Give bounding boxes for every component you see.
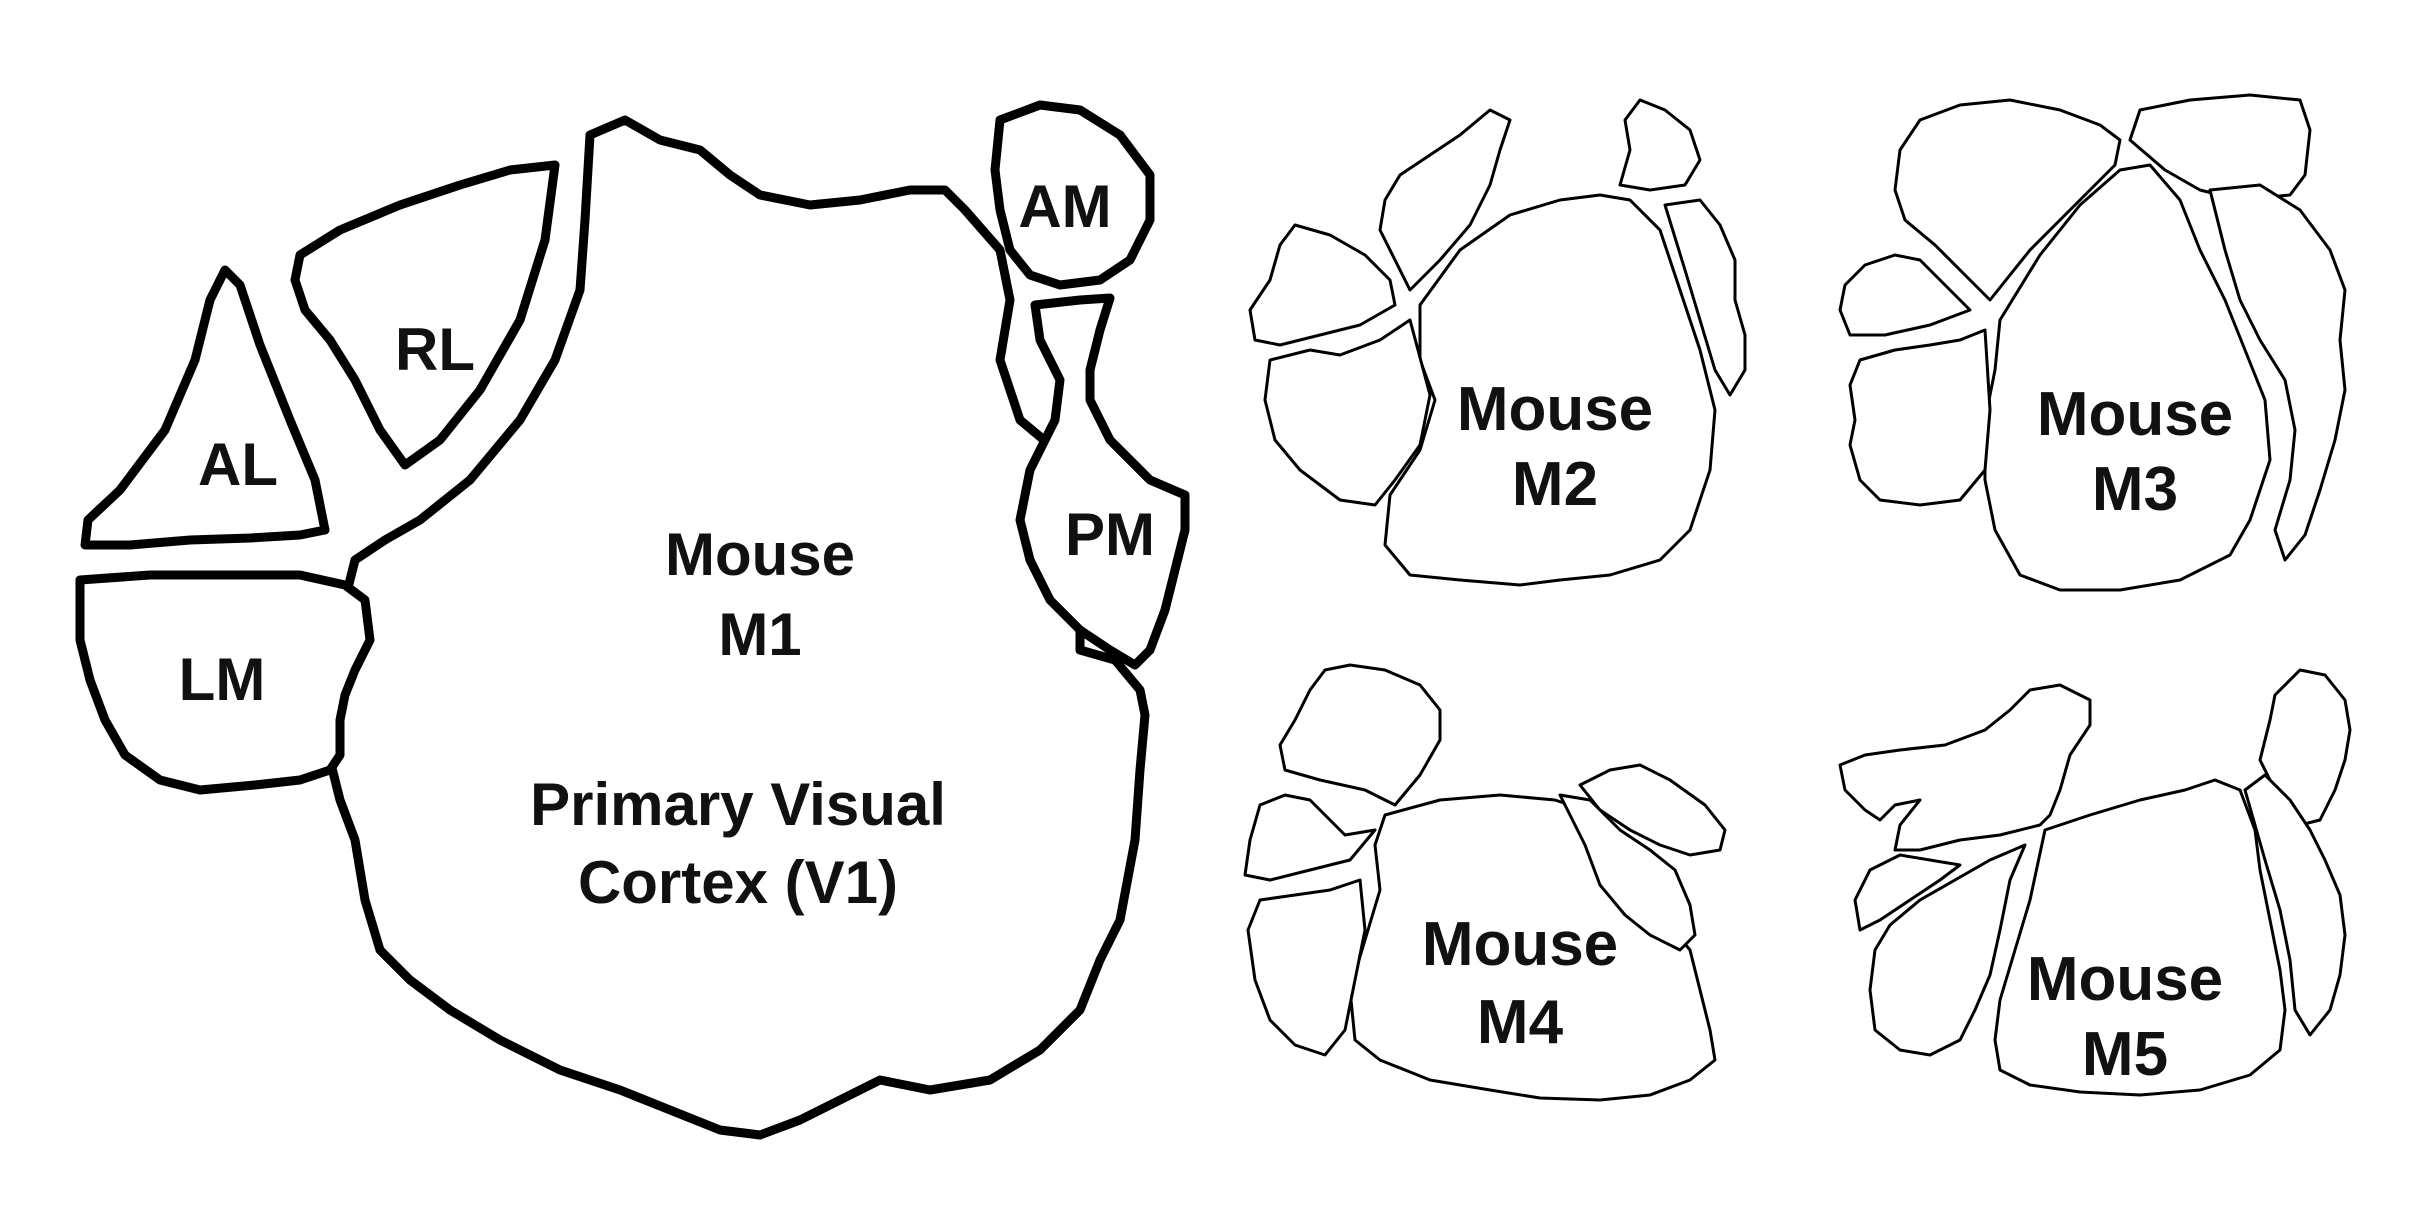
m4-area-lateral-upper: [1243, 793, 1377, 882]
area-al-label: AL: [198, 431, 278, 498]
v1-name-line1: Primary Visual: [530, 771, 946, 838]
small-map-m5: Mouse M5: [1838, 668, 2352, 1097]
small-map-m3: Mouse M3: [1838, 93, 2347, 592]
v1-label-line2: M1: [718, 601, 801, 668]
m3-area-lateral-lower: [1848, 328, 1992, 507]
m3-area-medial-lower: [2208, 183, 2347, 562]
v1-label-line1: Mouse: [665, 521, 855, 588]
m2-area-lateral-upper: [1248, 223, 1397, 347]
m2-label-line2: M2: [1512, 450, 1598, 519]
m2-area-lateral-lower: [1263, 318, 1432, 507]
area-lm-label: LM: [179, 646, 266, 713]
m3-label-line1: Mouse: [2037, 380, 2233, 449]
m2-area-medial-lower: [1663, 198, 1747, 397]
m5-area-lateral-lower: [1868, 843, 2027, 1057]
area-rl-outline: [290, 160, 560, 470]
v1-name-line2: Cortex (V1): [578, 849, 898, 916]
m5-label-line2: M5: [2082, 1020, 2168, 1089]
small-map-m4: Mouse M4: [1243, 663, 1727, 1102]
m2-label-line1: Mouse: [1457, 375, 1653, 444]
area-al-outline: [80, 265, 330, 550]
m4-area-anterior: [1278, 663, 1442, 807]
area-rl-label: RL: [395, 316, 475, 383]
main-map-m1: Mouse M1 Primary Visual Cortex (V1) RL A…: [75, 100, 1190, 1140]
area-pm-label: PM: [1065, 501, 1155, 568]
m4-area-medial-upper: [1578, 763, 1727, 857]
m5-area-anterior: [1838, 683, 2092, 852]
area-am-label: AM: [1018, 173, 1111, 240]
m2-v1-outline: [1383, 193, 1717, 587]
m5-v1-outline: [1993, 778, 2287, 1097]
area-pm-outline: [1015, 293, 1190, 670]
m4-area-lateral-lower: [1246, 878, 1367, 1057]
m4-label-line2: M4: [1477, 988, 1564, 1057]
m2-area-anterior: [1378, 108, 1512, 292]
area-am-outline: [990, 100, 1155, 290]
m2-area-medial-upper: [1618, 98, 1702, 192]
area-lm-outline: [75, 570, 375, 795]
m4-label-line1: Mouse: [1422, 910, 1618, 979]
m3-area-medial-upper: [2128, 93, 2312, 202]
m3-area-anterior: [1893, 98, 2122, 302]
m5-area-lateral-small: [1853, 853, 1962, 932]
m5-label-line1: Mouse: [2027, 945, 2223, 1014]
m4-area-medial-lower: [1558, 793, 1697, 952]
m5-area-medial-lower: [2243, 773, 2347, 1037]
m3-area-lateral-upper: [1838, 253, 1972, 337]
small-map-m2: Mouse M2: [1248, 98, 1747, 587]
m3-v1-outline: [1983, 163, 2272, 592]
m3-label-line2: M3: [2092, 455, 2178, 524]
